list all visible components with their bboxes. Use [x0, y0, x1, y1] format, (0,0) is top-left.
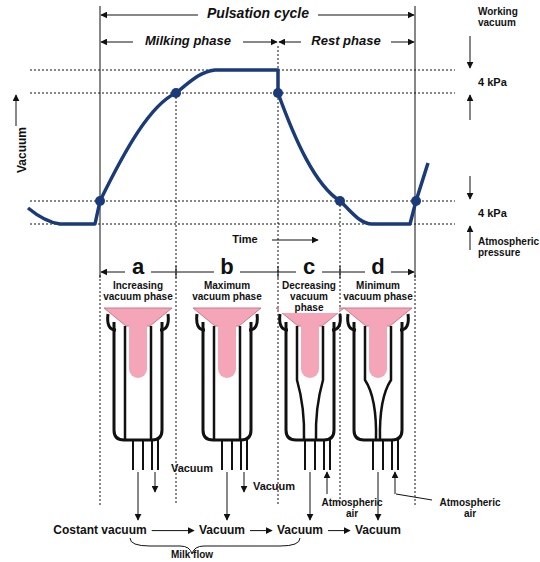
milk-tube — [373, 440, 383, 470]
phase-name: Maximum vacuum phase — [191, 280, 263, 302]
state-text: Vacuum — [355, 523, 401, 537]
pulse-tube — [152, 440, 158, 470]
flow-arrow — [310, 472, 311, 520]
tube-label: Atmospheric air — [435, 497, 505, 519]
phase-name: Minimum vacuum phase — [342, 280, 414, 302]
milk-tube — [305, 440, 315, 470]
teat — [218, 316, 236, 378]
flow-arrow — [378, 472, 379, 520]
pulse-tube — [392, 440, 398, 470]
teat-cup — [104, 308, 172, 520]
axis-label: Vacuum — [16, 115, 29, 185]
state-text: Vacuum — [277, 523, 323, 537]
phase-letter: d — [365, 255, 391, 279]
flow-state: Vacuum — [197, 523, 247, 538]
dimension-label: 4 kPa — [478, 207, 528, 219]
flow-arrow — [138, 472, 139, 520]
dimension-label: 4 kPa — [478, 76, 528, 88]
brace-label: Milk flow — [157, 549, 227, 560]
flow-state: Vacuum — [275, 523, 325, 538]
pulse-tube — [241, 440, 247, 470]
flow-arrow — [227, 472, 228, 520]
flow-arrow — [328, 530, 350, 531]
pulse-tube — [324, 440, 330, 470]
tube-label: Vacuum — [169, 462, 215, 474]
flow-state: Costant vacuum — [51, 523, 148, 538]
axis-note: Atmospheric pressure — [478, 236, 540, 258]
cycle-label: Pulsation cycle — [198, 6, 318, 21]
phase-name: Decreasing vacuum phase — [279, 280, 339, 313]
axis-note: Working vacuum — [478, 6, 540, 28]
phase-label: Rest phase — [301, 34, 391, 48]
tube-label: Vacuum — [251, 480, 297, 492]
teat — [129, 316, 147, 378]
vacuum-arrow — [155, 472, 156, 492]
vacuum-arrow — [244, 472, 245, 492]
phase-letter: c — [296, 255, 322, 279]
teat-cup — [344, 308, 412, 520]
phase-name: Increasing vacuum phase — [102, 280, 174, 302]
teat-cup — [193, 308, 261, 520]
tube-label: Atmospheric air — [317, 497, 387, 519]
axis-label: Time — [222, 233, 268, 245]
flow-state: Vacuum — [353, 523, 403, 538]
leader-line — [396, 494, 432, 500]
air-arrow — [395, 472, 396, 494]
state-text: Costant vacuum — [53, 523, 146, 537]
phase-label: Milking phase — [133, 34, 243, 48]
milk-tube — [133, 440, 143, 470]
flow-arrow — [250, 530, 272, 531]
air-arrow — [327, 472, 328, 494]
teat — [301, 316, 319, 378]
teat — [369, 316, 387, 378]
phase-letter: a — [125, 255, 151, 279]
flow-arrow — [152, 530, 194, 531]
state-text: Vacuum — [199, 523, 245, 537]
phase-letter: b — [214, 255, 240, 279]
milk-tube — [222, 440, 232, 470]
